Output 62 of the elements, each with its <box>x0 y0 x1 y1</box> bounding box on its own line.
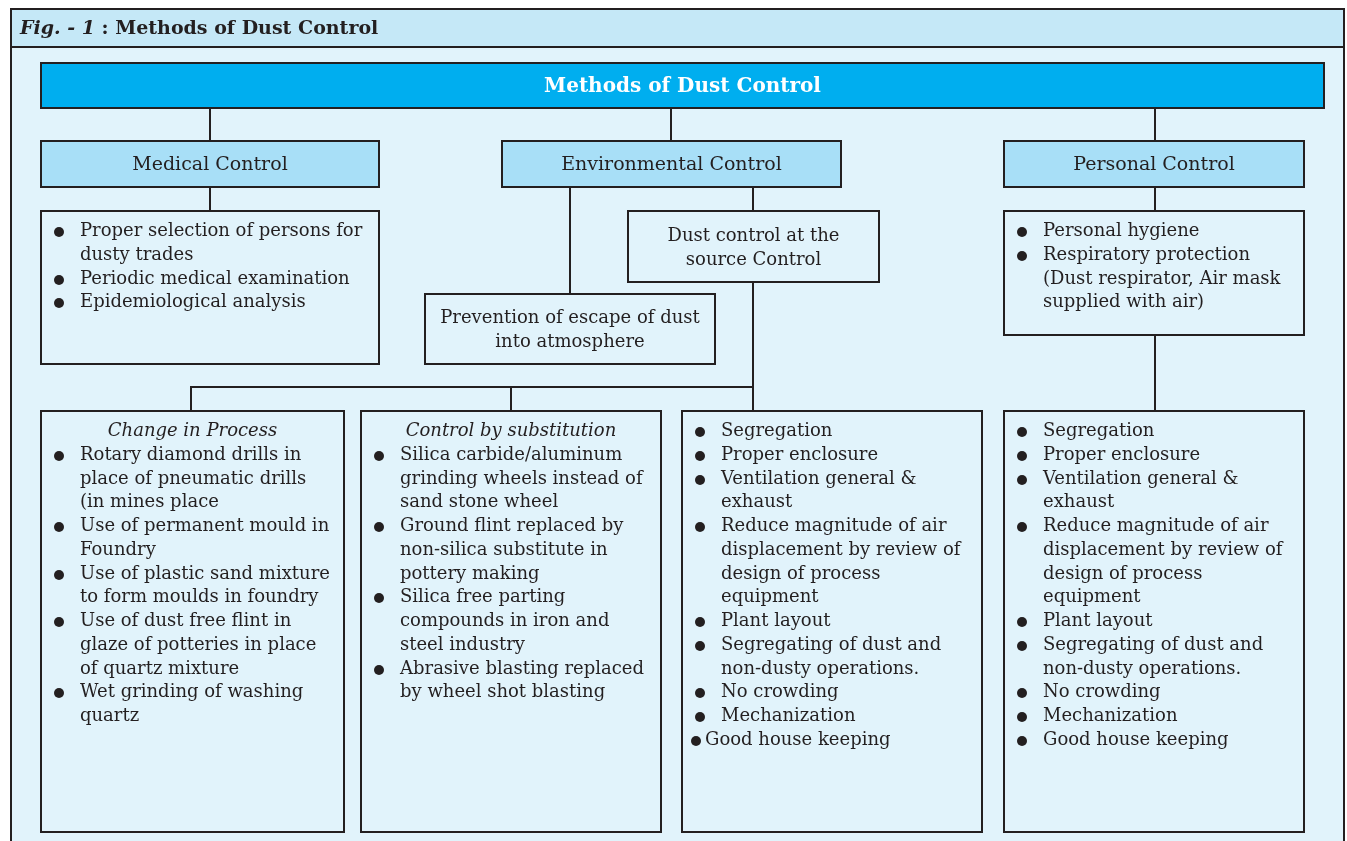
bullet-item: Silica carbide/aluminum grinding wheels instead of sand stone wheel <box>370 441 652 513</box>
bullet-item: Ventilation general & exhaust <box>691 465 973 513</box>
bullet-item: Proper enclosure <box>1013 441 1295 466</box>
connector-line <box>1154 335 1156 411</box>
box-label: Environmental Control <box>561 151 782 177</box>
bullet-item: Use of permanent mould in Foundry <box>50 513 335 561</box>
connector-line <box>670 108 672 141</box>
category-box <box>1003 140 1305 188</box>
bullet-list-box <box>40 210 380 365</box>
bullet-item: Wet grinding of washing quartz <box>50 679 335 727</box>
bullet-item: Epidemiological analysis <box>50 289 370 313</box>
bullet-item: Segregating of dust and non-dusty operations. <box>691 631 973 680</box>
bullet-item: Mechanization <box>1013 703 1295 727</box>
box-label: Medical Control <box>132 151 288 177</box>
bullet-item: Rotary diamond drills in place of pneumatic drills (in mines place <box>50 441 335 513</box>
connector-line <box>752 187 754 211</box>
bullet-item: Plant layout <box>1013 608 1295 632</box>
bullet-item: Segregating of dust and non-dusty operations. <box>1013 631 1295 680</box>
list-heading: Control by substitution <box>404 418 618 442</box>
bullet-item: Good house keeping <box>691 726 973 751</box>
box-label: Dust control at the source Control <box>666 222 841 271</box>
category-box <box>40 140 380 188</box>
bullet-item: Abrasive blasting replaced by wheel shot blasting <box>370 655 652 703</box>
bullet-item: Ground flint replaced by non-silica substitute in pottery making <box>370 513 652 585</box>
box-label: Prevention of escape of dust into atmosphere <box>439 305 701 353</box>
category-box <box>501 140 842 188</box>
connector-line <box>209 108 211 141</box>
bullet-item: Proper selection of persons for dusty trades <box>50 218 370 266</box>
bullet-item: Reduce magnitude of air displacement by review of design of process equipment <box>1013 513 1295 608</box>
bullet-item: Plant layout <box>691 608 973 632</box>
connector-line <box>1154 187 1156 211</box>
connector-line <box>569 187 571 294</box>
box-label: Methods of Dust Control <box>544 72 821 99</box>
bullet-item: Silica free parting compounds in iron and steel industry <box>370 584 652 656</box>
box-label: Personal Control <box>1073 151 1235 177</box>
bullet-item: No crowding <box>1013 679 1295 703</box>
bullet-item: Mechanization <box>691 703 973 727</box>
connector-line <box>1154 108 1156 141</box>
title-text: Fig. - 1 : Methods of Dust Control <box>20 16 379 38</box>
bullet-list-box <box>360 410 662 833</box>
connector-line <box>752 282 754 411</box>
connector-line <box>209 187 211 211</box>
bullet-item: Proper enclosure <box>691 441 973 466</box>
bullet-list-box <box>681 410 983 833</box>
bullet-item: Good house keeping <box>1013 726 1295 751</box>
bullet-item: Personal hygiene <box>1013 218 1295 242</box>
main-heading-bar <box>40 62 1325 109</box>
process-box <box>424 293 716 365</box>
process-box <box>627 210 880 283</box>
bullet-item: Periodic medical examination <box>50 265 370 290</box>
bullet-item: No crowding <box>691 679 973 703</box>
bullet-item: Use of plastic sand mixture to form moulds in foundry <box>50 560 335 608</box>
bullet-item: Use of dust free flint in glaze of potteries in place of quartz mixture <box>50 608 335 680</box>
bullet-item: Respiratory protection (Dust respirator, Air mask supplied with air) <box>1013 241 1295 313</box>
bullet-list-box <box>40 410 345 833</box>
bullet-list-box <box>1003 210 1305 336</box>
bullet-item: Segregation <box>691 418 973 442</box>
bullet-item: Segregation <box>1013 418 1295 442</box>
list-heading: Change in Process <box>106 418 279 442</box>
bullet-list-box <box>1003 410 1305 833</box>
bullet-item: Ventilation general & exhaust <box>1013 465 1295 513</box>
bullet-item: Reduce magnitude of air displacement by review of design of process equipment <box>691 513 973 608</box>
